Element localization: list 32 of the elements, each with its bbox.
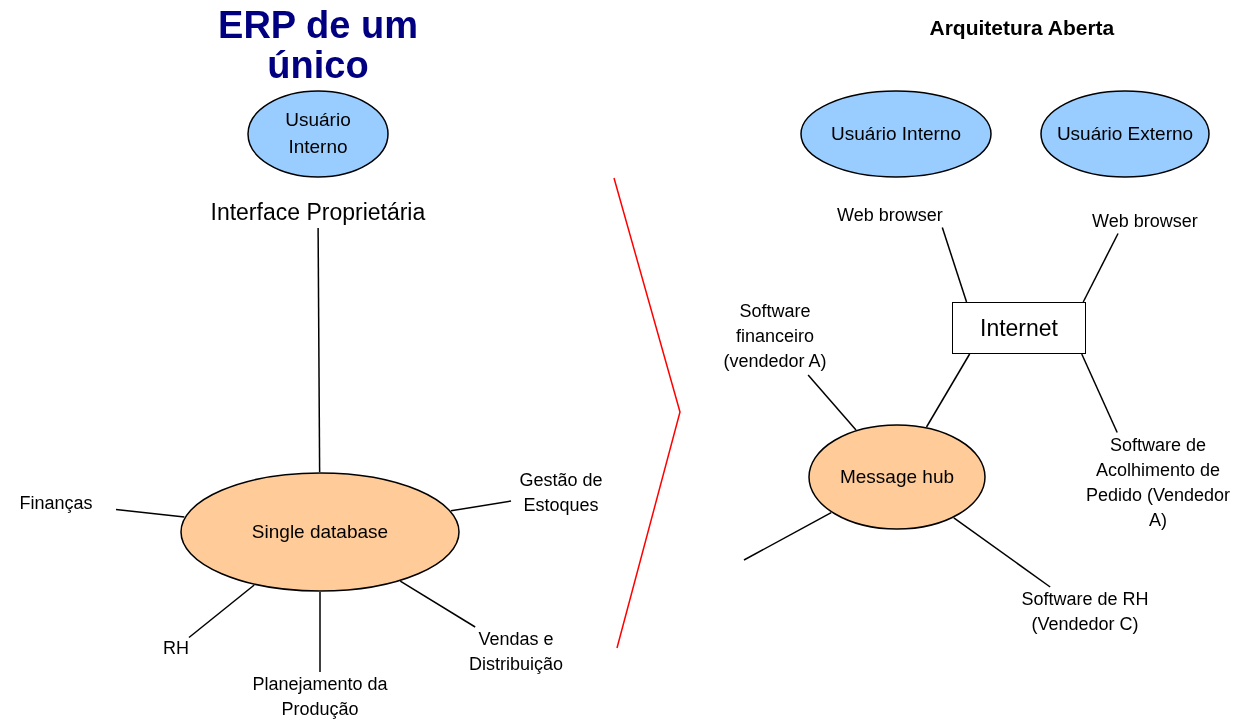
node-label: Software de Acolhimento de Pedido (Vendedor A): [1083, 432, 1233, 534]
node-label: Message hub: [839, 464, 955, 489]
node-label: Finanças: [0, 490, 116, 516]
connector-line: [925, 353, 971, 428]
section-heading: Arquitetura Aberta: [929, 16, 1115, 40]
node-label: Web browser: [1092, 208, 1198, 234]
node-label: Software financeiro (vendedor A): [705, 299, 845, 375]
node-label: Usuário Interno: [284, 108, 352, 159]
node-label: RH: [163, 635, 189, 661]
connector-line: [807, 374, 857, 431]
node-label: Vendas e Distribuição: [456, 627, 576, 678]
connector-line: [317, 227, 321, 473]
diagram-title: ERP de um único: [217, 6, 419, 86]
connector-line: [743, 511, 832, 561]
connector-line: [1081, 353, 1118, 434]
node-label: Usuário Externo: [1056, 121, 1194, 146]
connector-line: [941, 226, 968, 303]
connector-line: [399, 580, 476, 628]
connector-line: [188, 584, 255, 639]
node-label: Gestão de Estoques: [511, 468, 611, 519]
node-label: Interface Proprietária: [210, 196, 426, 229]
connector-line: [953, 517, 1051, 588]
node-label: Software de RH (Vendedor C): [995, 587, 1175, 638]
node-label: Web browser: [837, 202, 943, 228]
connector-line: [115, 508, 186, 518]
node-label: Single database: [251, 519, 389, 544]
process-box: Internet: [952, 302, 1086, 354]
node-label: Planejamento da Produção: [250, 672, 390, 720]
node-label: Usuário Interno: [831, 121, 961, 146]
connector-line: [1082, 232, 1119, 303]
connector-line: [319, 591, 321, 673]
connector-line: [450, 500, 512, 512]
